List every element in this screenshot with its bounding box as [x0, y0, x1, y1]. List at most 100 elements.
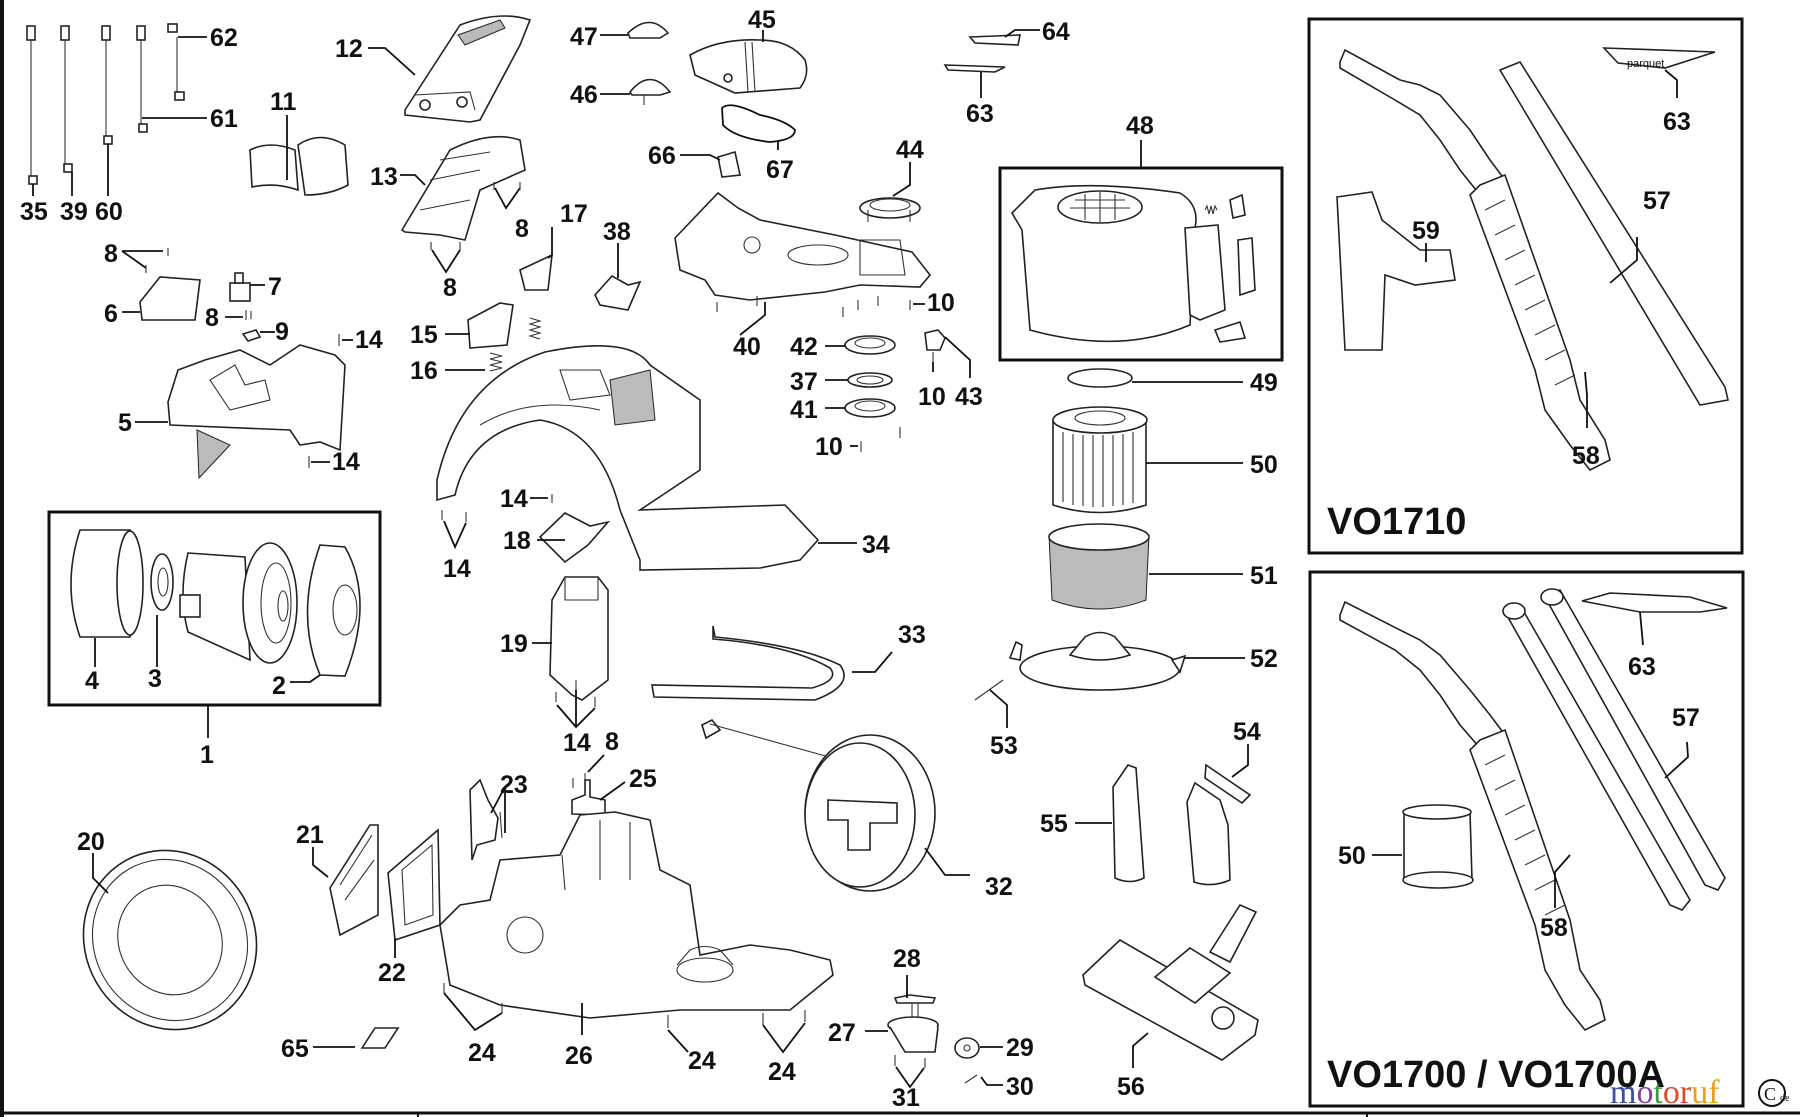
part-3-bearing-plate — [150, 553, 174, 667]
callout-19: 19 — [500, 630, 528, 658]
screw-24-mid — [667, 1015, 689, 1053]
callout-30: 30 — [1006, 1073, 1034, 1101]
motor-assembly-box — [47, 510, 382, 707]
callout-4: 4 — [85, 667, 99, 695]
callout-53: 53 — [990, 732, 1018, 760]
part-49-disc — [1067, 368, 1243, 388]
copyright-c: C — [1764, 1084, 1776, 1104]
callout-46: 46 — [570, 81, 598, 109]
screws-14-left — [441, 510, 467, 550]
callout-25: 25 — [629, 765, 657, 793]
callout-24-c: 24 — [768, 1058, 796, 1086]
callout-8-e: 8 — [605, 728, 619, 756]
callout-41: 41 — [790, 396, 818, 424]
callout-8-b: 8 — [443, 274, 457, 302]
screws-14-bottom — [555, 680, 596, 729]
part-28-bracket — [893, 975, 937, 1017]
callout-8-c: 8 — [104, 240, 118, 268]
screws-8-pair-a — [493, 182, 521, 210]
part-64-label — [968, 29, 1040, 46]
part-33-bumper — [651, 625, 893, 701]
callout-48: 48 — [1126, 112, 1154, 140]
screws-10-row — [716, 296, 925, 317]
watermark-letter: u — [1691, 1074, 1708, 1111]
part-23-bracket — [469, 778, 506, 861]
callout-31: 31 — [892, 1084, 920, 1112]
screws-24-left — [443, 983, 503, 1032]
part-38-pad — [594, 243, 642, 311]
model-title-vo1710: VO1710 — [1327, 501, 1466, 543]
callout-3: 3 — [148, 665, 162, 693]
wire-62 — [167, 23, 207, 101]
watermark-letter: t — [1653, 1074, 1663, 1111]
part-motor-body — [179, 542, 298, 664]
part-11-clip — [249, 115, 349, 196]
callout-23: 23 — [500, 771, 528, 799]
callout-7: 7 — [268, 273, 282, 301]
part-50-filter — [1052, 406, 1243, 514]
spring-near-15 — [528, 317, 542, 340]
part-27-caster-housing — [865, 1016, 939, 1053]
part-63-label-center — [943, 64, 1006, 98]
part-19-duct — [532, 576, 609, 701]
part-34-upper-housing — [436, 345, 857, 571]
part-65-label — [313, 1027, 400, 1049]
screw-14-top — [338, 334, 353, 346]
part-51-mesh-basket — [1048, 523, 1243, 610]
callout-11: 11 — [270, 88, 297, 116]
callout-28: 28 — [893, 945, 921, 973]
part-6-box — [122, 276, 201, 321]
callout-38: 38 — [603, 218, 631, 246]
callout-2: 2 — [272, 672, 286, 700]
part-43-latch — [924, 329, 971, 378]
part-30-axle — [964, 1074, 1003, 1086]
part-48-dust-container — [1010, 184, 1256, 343]
part-54-brush-tool — [1186, 744, 1252, 886]
watermark-suffix: de — [1780, 1093, 1790, 1104]
wire-60 — [101, 25, 113, 196]
callout-12: 12 — [335, 35, 363, 63]
part-53-pin — [974, 679, 1008, 728]
model-title-vo1700: VO1700 / VO1700A — [1327, 1054, 1665, 1096]
screws-31 — [894, 1055, 926, 1089]
part-29-wheel — [954, 1037, 1003, 1059]
callout-52: 52 — [1250, 645, 1278, 673]
part-25-connector — [571, 779, 626, 816]
vo1710-parts: parquet — [1336, 47, 1729, 472]
watermark-text: motoruf — [1610, 1074, 1720, 1111]
part-40-top-plate — [674, 191, 932, 336]
callout-37: 37 — [790, 368, 818, 396]
part-56-floor-nozzle — [1082, 903, 1259, 1068]
callout-10-a: 10 — [927, 289, 955, 317]
callout-58-vo1700: 58 — [1540, 914, 1568, 942]
callout-14-b: 14 — [332, 448, 360, 476]
part-45-hose-cover — [689, 30, 808, 94]
callout-42: 42 — [790, 333, 818, 361]
callout-10-b: 10 — [918, 383, 946, 411]
callout-40: 40 — [733, 333, 761, 361]
callout-59: 59 — [1412, 217, 1440, 245]
part-26-base-housing — [439, 811, 834, 1035]
vo1700-parts — [1339, 588, 1728, 1032]
watermark-letter: f — [1708, 1074, 1720, 1111]
callout-29: 29 — [1006, 1034, 1034, 1062]
callout-13: 13 — [370, 163, 398, 191]
screws-8-pair-b — [430, 242, 461, 274]
callout-65: 65 — [281, 1035, 309, 1063]
callout-57-vo1700: 57 — [1672, 704, 1700, 732]
watermark-letter: m — [1610, 1074, 1636, 1111]
watermark-logo: motoruf C de — [1610, 1074, 1790, 1111]
callout-45: 45 — [748, 6, 776, 34]
watermark-letter: o — [1636, 1074, 1653, 1111]
callout-35: 35 — [20, 198, 48, 226]
wire-harness-group — [26, 23, 207, 196]
callout-56: 56 — [1117, 1073, 1145, 1101]
callout-1: 1 — [200, 741, 214, 769]
callout-43: 43 — [955, 383, 983, 411]
callout-34: 34 — [862, 531, 890, 559]
part-42-ring — [825, 335, 896, 355]
watermark-letter: r — [1680, 1074, 1692, 1111]
callout-50: 50 — [1250, 451, 1278, 479]
part-21-filter-frame — [312, 824, 379, 937]
